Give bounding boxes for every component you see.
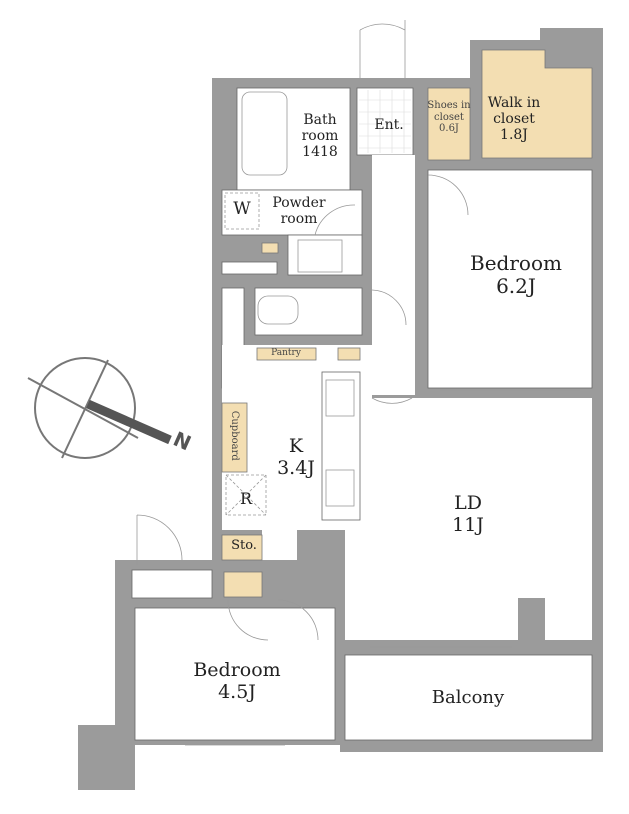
- entrance-label: Ent.: [374, 117, 404, 133]
- bath-room: [236, 87, 351, 191]
- bedroom-north-label: Bedroom 6.2J: [470, 252, 562, 298]
- bedroom-south: [134, 607, 336, 741]
- fridge-label: R: [239, 489, 253, 508]
- bath-name2: room: [301, 128, 339, 145]
- kitchen-label: K 3.4J: [277, 435, 315, 480]
- wic-name: Walk in: [487, 95, 541, 111]
- kitchen-name: K: [288, 435, 304, 457]
- wic-size: 1.8J: [500, 127, 528, 144]
- bath-size: 1418: [302, 144, 338, 161]
- bedroom-north: [427, 169, 593, 389]
- hallway: [372, 155, 415, 395]
- kitchen-size: 3.4J: [277, 456, 315, 479]
- toilet: [254, 287, 363, 336]
- storage-label: Sto.: [231, 538, 257, 553]
- storage-areas: [221, 49, 593, 598]
- walk-in-closet-label: Walk in closet 1.8J: [488, 95, 540, 143]
- balcony: [344, 654, 593, 741]
- bedroom-south-size: 4.5J: [218, 680, 256, 703]
- powder-room: [221, 189, 363, 236]
- ld-size: 11J: [452, 513, 484, 536]
- wic-name2: closet: [493, 111, 535, 128]
- shoes-closet-size: 0.6J: [439, 123, 459, 134]
- powder-room-label: Powder room: [272, 195, 325, 227]
- bedroom-south-label: Bedroom 4.5J: [193, 659, 281, 704]
- compass-circle: [34, 357, 136, 459]
- shoes-closet-name2: closet: [434, 111, 464, 123]
- living-dining: [345, 398, 592, 598]
- shoes-closet-label: Shoes in closet 0.6J: [427, 100, 470, 135]
- powder-name: Powder: [272, 195, 326, 211]
- bath-room-label: Bath room 1418: [302, 112, 339, 160]
- ld-name: LD: [454, 492, 482, 514]
- shoes-closet-name: Shoes in: [427, 100, 471, 111]
- entrance-tiles: [359, 90, 411, 153]
- pantry-label: Pantry: [271, 348, 301, 358]
- bedroom-north-name: Bedroom: [470, 251, 562, 275]
- ld-label: LD 11J: [452, 492, 484, 537]
- bedroom-south-name: Bedroom: [193, 659, 281, 681]
- entrance: [356, 87, 414, 156]
- bedroom-north-size: 6.2J: [496, 274, 536, 298]
- washer-label: W: [233, 199, 251, 219]
- bath-name: Bath: [303, 112, 337, 128]
- rooms: [131, 87, 593, 741]
- cupboard-label: Cupboard: [228, 410, 240, 461]
- balcony-label: Balcony: [431, 687, 505, 708]
- compass: [27, 357, 172, 459]
- north-arrow-icon: [86, 399, 172, 445]
- powder-name2: room: [280, 211, 318, 228]
- fixtures: [136, 20, 580, 746]
